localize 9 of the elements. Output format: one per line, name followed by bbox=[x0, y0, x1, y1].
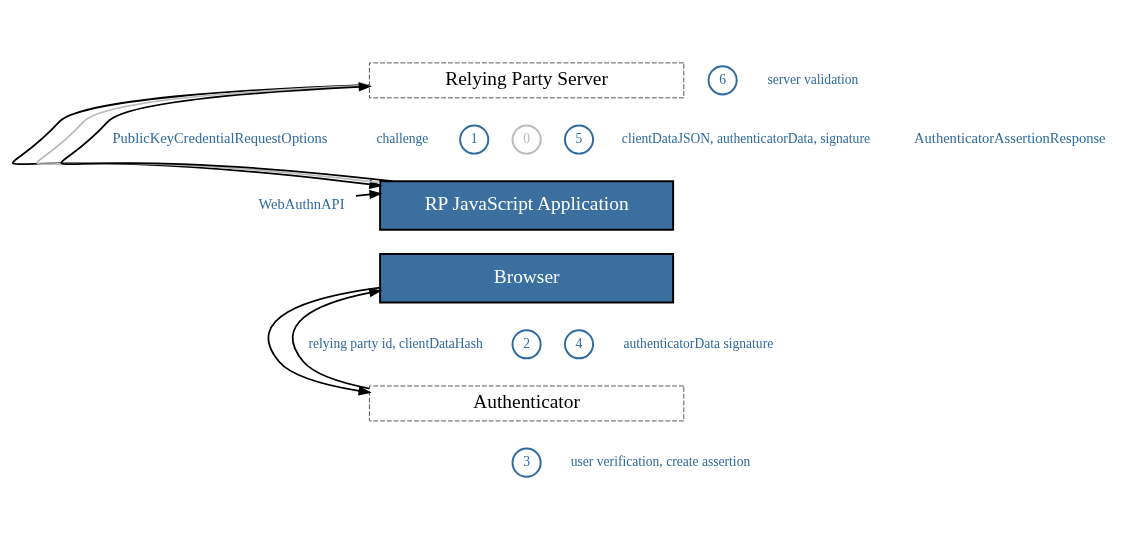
node-text: WebAuthnAPI bbox=[258, 195, 345, 212]
label: AuthenticatorAssertionResponse bbox=[914, 129, 1106, 146]
label: PublicKeyCredentialRequestOptions bbox=[112, 129, 328, 146]
node-label: clientDataJSON, authenticatorData, signature bbox=[621, 131, 870, 147]
node-label: user verification, create assertion bbox=[570, 454, 751, 470]
node-label: relying party id, clientDataHash bbox=[308, 335, 483, 351]
node-label: challenge bbox=[376, 131, 429, 147]
node-label: authenticatorData signature bbox=[623, 335, 774, 351]
node-label: server validation bbox=[767, 71, 859, 87]
